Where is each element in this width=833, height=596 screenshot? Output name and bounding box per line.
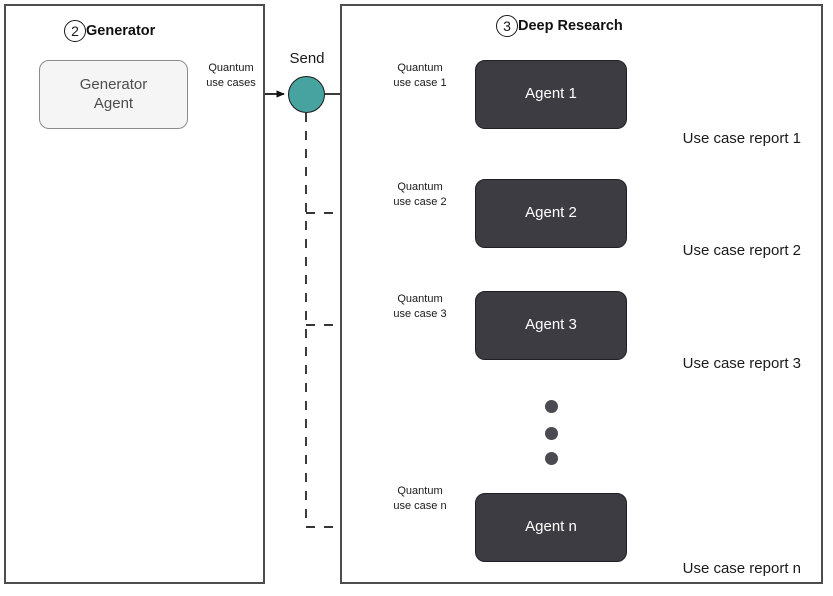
edge-label-use-case-3: Quantum use case 3 (393, 293, 447, 320)
generator-agent-node[interactable]: Generator Agent (39, 60, 188, 129)
agent-node-2[interactable]: Agent 2 (475, 179, 627, 248)
report-label-2: Use case report 2 (682, 242, 801, 259)
ellipsis-dot (545, 400, 558, 413)
edge-label-use-case-1: Quantum use case 1 (393, 62, 447, 89)
report-label-n: Use case report n (682, 560, 801, 577)
edge-label-use-case-n: Quantum use case n (393, 485, 447, 512)
agent-node-3[interactable]: Agent 3 (475, 291, 627, 360)
generator-agent-label: Generator Agent (79, 75, 148, 112)
ellipsis-dot (545, 452, 558, 465)
panel-title-deep-research: Deep Research (516, 18, 623, 34)
panel-header-deep-research: 3 Deep Research (496, 15, 623, 37)
send-circle-icon[interactable] (288, 76, 325, 113)
edge-label-use-case-2: Quantum use case 2 (393, 181, 447, 208)
agent-node-n[interactable]: Agent n (475, 493, 627, 562)
step-badge-2: 2 (64, 20, 86, 42)
report-label-3: Use case report 3 (682, 355, 801, 372)
send-node-label: Send (289, 50, 325, 67)
panel-header-generator: 2 Generator (64, 20, 156, 42)
ellipsis-dot (545, 427, 558, 440)
step-badge-3: 3 (496, 15, 518, 37)
edge-label-quantum-use-cases: Quantum use cases (206, 62, 256, 89)
panel-title-generator: Generator (84, 23, 156, 39)
agent-node-1[interactable]: Agent 1 (475, 60, 627, 129)
report-label-1: Use case report 1 (682, 130, 801, 147)
